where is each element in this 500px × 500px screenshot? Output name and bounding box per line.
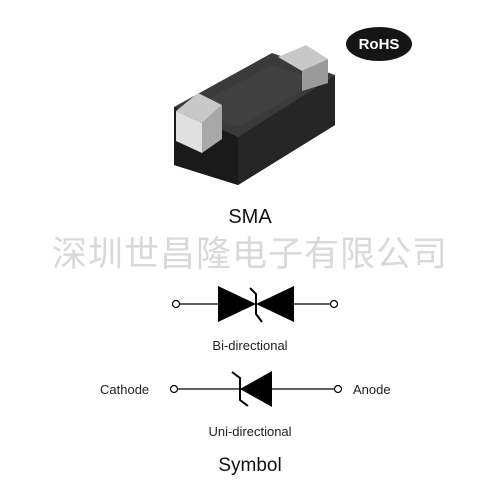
symbol-title: Symbol <box>218 455 282 476</box>
bidirectional-label: Bi-directional <box>212 338 288 353</box>
bi-right-terminal <box>329 299 339 309</box>
uni-zener-bar <box>231 371 249 407</box>
sma-package-image <box>174 45 335 185</box>
bi-zener-bar <box>249 287 263 323</box>
rohs-badge-text: RoHS <box>358 35 400 53</box>
uni-anode-terminal <box>333 384 343 394</box>
uni-triangle <box>240 371 272 407</box>
bi-left-triangle <box>218 286 256 322</box>
right-lead <box>278 45 328 71</box>
bi-left-terminal <box>171 299 181 309</box>
cathode-label: Cathode <box>100 382 150 397</box>
anode-label: Anode <box>353 382 391 397</box>
bi-right-triangle <box>256 286 294 322</box>
package-label: SMA <box>228 206 272 228</box>
uni-cathode-terminal <box>169 384 179 394</box>
company-watermark: 深圳世昌隆电子有限公司 <box>51 235 448 275</box>
package-right-face <box>238 75 335 185</box>
rohs-badge: RoHS <box>346 27 412 61</box>
left-lead <box>176 93 222 123</box>
bidirectional-tvs-symbol <box>171 286 339 323</box>
unidirectional-label: Uni-directional <box>208 424 292 439</box>
unidirectional-tvs-symbol <box>169 371 343 407</box>
